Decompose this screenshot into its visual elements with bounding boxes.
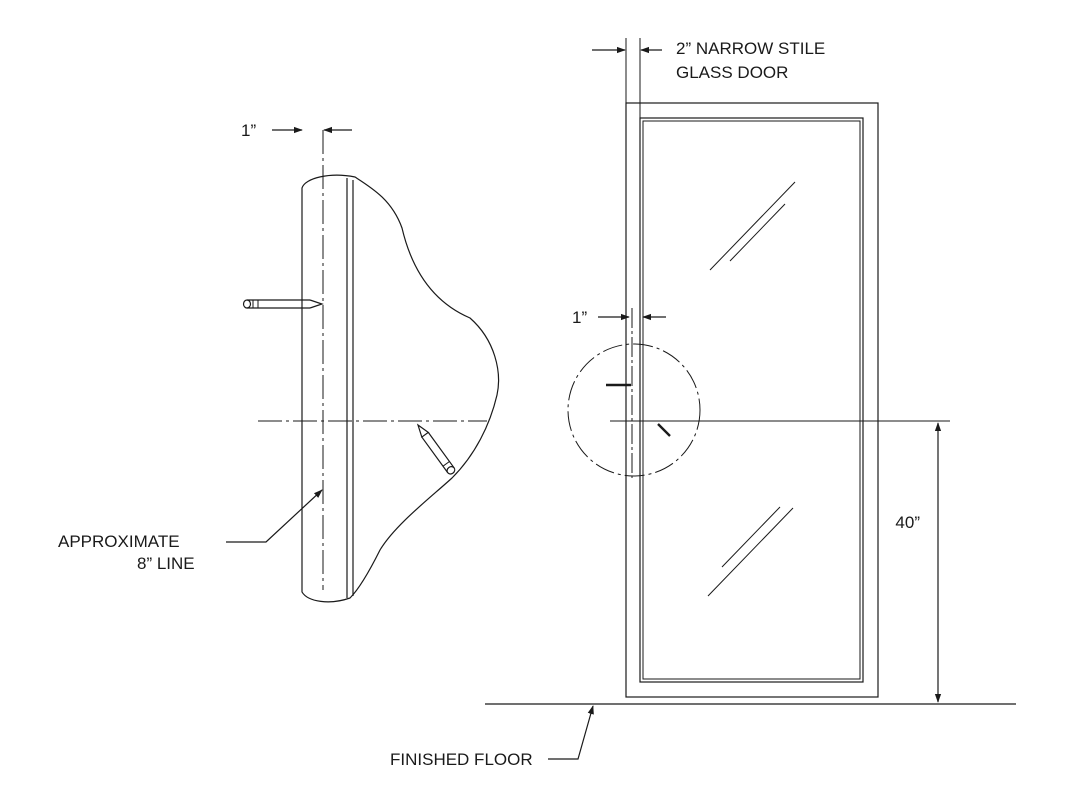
door-outer-frame bbox=[625, 102, 879, 698]
approx-label-line1: APPROXIMATE bbox=[58, 532, 180, 551]
pencil-icon bbox=[242, 299, 324, 309]
stile-label-line1: 2” NARROW STILE bbox=[676, 39, 825, 58]
glass-reflection-upper bbox=[709, 181, 796, 271]
detail-dim-label: 1” bbox=[241, 121, 256, 140]
glass-reflection-lower bbox=[707, 506, 794, 597]
approx-leader bbox=[226, 489, 323, 543]
detail-break-outline bbox=[301, 174, 500, 603]
enlarged-detail: 1” APPROXIMATE 8” LINE bbox=[58, 121, 500, 603]
door-elevation: 2” NARROW STILE GLASS DOOR 1” 40” FINISH… bbox=[390, 38, 1016, 769]
height-dim-label: 40” bbox=[895, 513, 920, 532]
pencil-icon bbox=[416, 423, 456, 475]
glass-panel bbox=[639, 117, 864, 683]
pencil-icon bbox=[657, 423, 671, 437]
floor-leader bbox=[548, 705, 594, 760]
door-dim-label: 1” bbox=[572, 308, 587, 327]
approx-label-line2: 8” LINE bbox=[137, 554, 195, 573]
glass-panel-inner bbox=[642, 120, 861, 680]
stile-label-line2: GLASS DOOR bbox=[676, 63, 788, 82]
floor-label: FINISHED FLOOR bbox=[390, 750, 533, 769]
detail-callout-circle bbox=[567, 343, 701, 477]
